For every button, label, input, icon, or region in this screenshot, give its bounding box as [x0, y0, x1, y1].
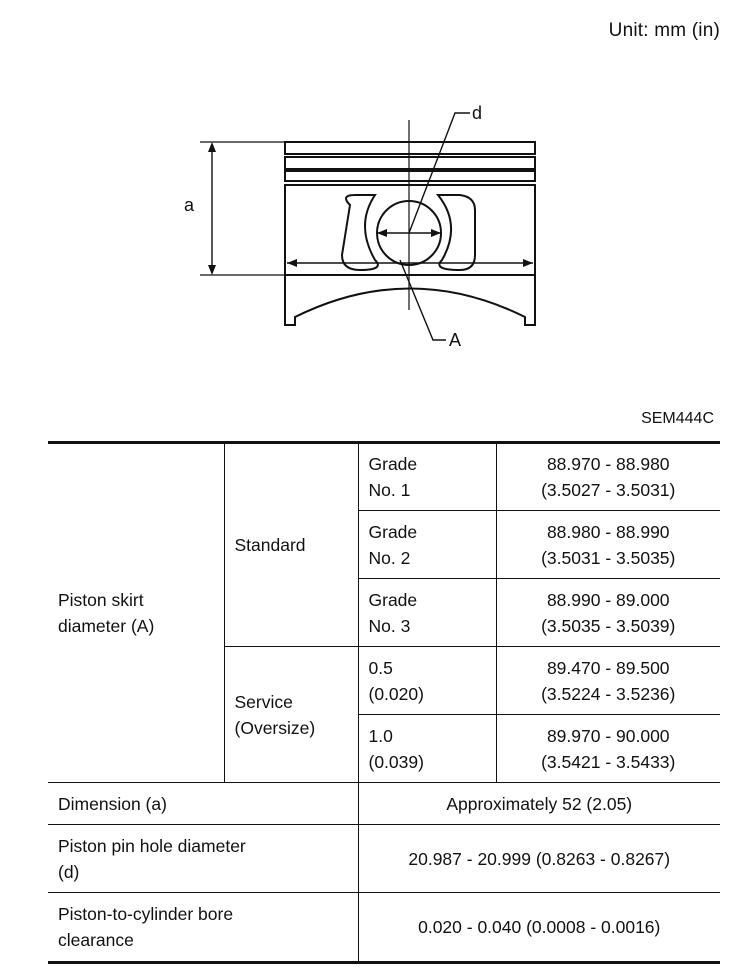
oversize-value: 89.970 - 90.000 (3.5421 - 3.5433) [495, 714, 720, 783]
piston-ring-1 [284, 141, 536, 155]
oversize-name: 1.0 (0.039) [357, 714, 497, 783]
piston-spec-table: Piston skirt diameter (A) Standard Grade… [48, 441, 720, 964]
figure-code: SEM444C [641, 410, 714, 427]
arrowhead [208, 142, 216, 152]
table-row: Piston skirt diameter (A) Standard Grade… [48, 441, 720, 783]
dimension-value: Approximately 52 (2.05) [357, 782, 720, 825]
label-A: A [449, 330, 461, 350]
dimension-label: Dimension (a) [48, 782, 359, 825]
table-row: Grade No. 2 88.980 - 88.990 (3.5031 - 3.… [48, 510, 720, 579]
a-leader [399, 259, 446, 341]
arrowhead [523, 259, 533, 267]
grade-name: Grade No. 2 [357, 510, 497, 579]
label-a: a [184, 195, 195, 215]
d-leader [408, 112, 470, 234]
clearance-value: 0.020 - 0.040 (0.0008 - 0.0016) [357, 892, 720, 964]
arrowhead [287, 259, 297, 267]
pin-hole-value: 20.987 - 20.999 (0.8263 - 0.8267) [357, 824, 720, 893]
service-label: Service (Oversize) [223, 646, 359, 783]
table-row: Dimension (a) Approximately 52 (2.05) [48, 782, 720, 825]
piston-ring-2 [284, 156, 536, 170]
pin-boss-right [435, 194, 476, 272]
table-row: Grade No. 3 88.990 - 89.000 (3.5035 - 3.… [48, 578, 720, 647]
standard-label: Standard [223, 441, 359, 647]
table-row: 1.0 (0.039) 89.970 - 90.000 (3.5421 - 3.… [48, 714, 720, 783]
grade-value: 88.990 - 89.000 (3.5035 - 3.5039) [495, 578, 720, 647]
piston-diagram: d a A [184, 103, 536, 350]
unit-label: Unit: mm (in) [608, 20, 720, 41]
grade-name: Grade No. 1 [357, 441, 497, 511]
piston-body [284, 184, 536, 326]
arrowhead [431, 229, 441, 237]
oversize-value: 89.470 - 89.500 (3.5224 - 3.5236) [495, 646, 720, 715]
piston-ring-3 [284, 170, 536, 182]
clearance-label: Piston-to-cylinder bore clearance [48, 892, 359, 964]
grade-value: 88.980 - 88.990 (3.5031 - 3.5035) [495, 510, 720, 579]
oversize-name: 0.5 (0.020) [357, 646, 497, 715]
grade-name: Grade No. 3 [357, 578, 497, 647]
grade-value: 88.970 - 88.980 (3.5027 - 3.5031) [495, 441, 720, 511]
arrowhead [208, 265, 216, 275]
skirt-diameter-label: Piston skirt diameter (A) [48, 441, 225, 783]
pin-boss-left [340, 194, 379, 272]
label-d: d [472, 103, 482, 123]
table-row: Piston pin hole diameter (d) 20.987 - 20… [48, 824, 720, 893]
pin-hole-label: Piston pin hole diameter (d) [48, 824, 359, 893]
table-row: Piston-to-cylinder bore clearance 0.020 … [48, 892, 720, 964]
arrowhead [377, 229, 387, 237]
